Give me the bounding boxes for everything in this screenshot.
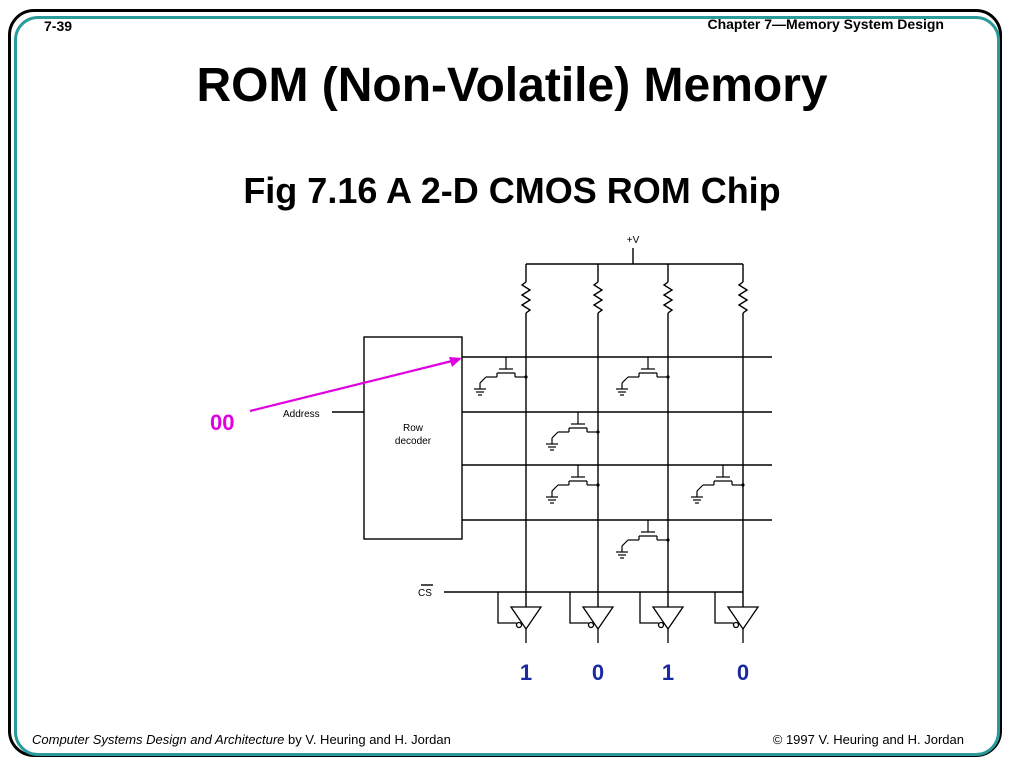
column-1 [520, 264, 532, 607]
transistor-r1-c2 [546, 412, 598, 451]
address-label: Address [283, 409, 320, 420]
column-3 [662, 264, 674, 607]
transistor-r2-c2 [546, 465, 598, 504]
row-decoder-box [363, 336, 463, 540]
decoder-label-row: Row [403, 423, 424, 434]
slide-title: ROM (Non-Volatile) Memory [196, 59, 828, 112]
book-authors: by V. Heuring and H. Jordan [284, 732, 451, 747]
address-arrowhead [449, 357, 462, 367]
output-buffer-4 [714, 592, 760, 643]
address-arrow [249, 359, 453, 413]
address-value: 00 [210, 410, 234, 435]
output-bit-2: 0 [592, 660, 604, 685]
column-4 [737, 264, 749, 607]
decoder-label-decoder: decoder [395, 436, 432, 447]
cs-label: CS [418, 588, 432, 599]
slide-number: 7-39 [44, 18, 73, 34]
book-title: Computer Systems Design and Architecture [32, 732, 285, 747]
transistor-r2-c4 [691, 465, 743, 504]
output-buffer-3 [639, 592, 685, 643]
output-bit-3: 1 [662, 660, 674, 685]
output-bit-1: 1 [520, 660, 532, 685]
output-bit-4: 0 [737, 660, 749, 685]
figure-caption: Fig 7.16 A 2-D CMOS ROM Chip [243, 170, 781, 211]
chapter-title: Chapter 7—Memory System Design [707, 16, 944, 32]
transistor-r0-c3 [616, 357, 668, 396]
supply-label: +V [627, 235, 640, 246]
transistor-r0-c1 [474, 357, 526, 396]
output-buffer-2 [569, 592, 615, 643]
column-2 [592, 264, 604, 607]
footer-citation: Computer Systems Design and Architecture… [32, 732, 451, 747]
slide-frame-inner [14, 16, 1000, 756]
transistor-r3-c3 [616, 520, 668, 559]
output-buffer-1 [497, 592, 543, 643]
footer-copyright: © 1997 V. Heuring and H. Jordan [772, 732, 964, 747]
